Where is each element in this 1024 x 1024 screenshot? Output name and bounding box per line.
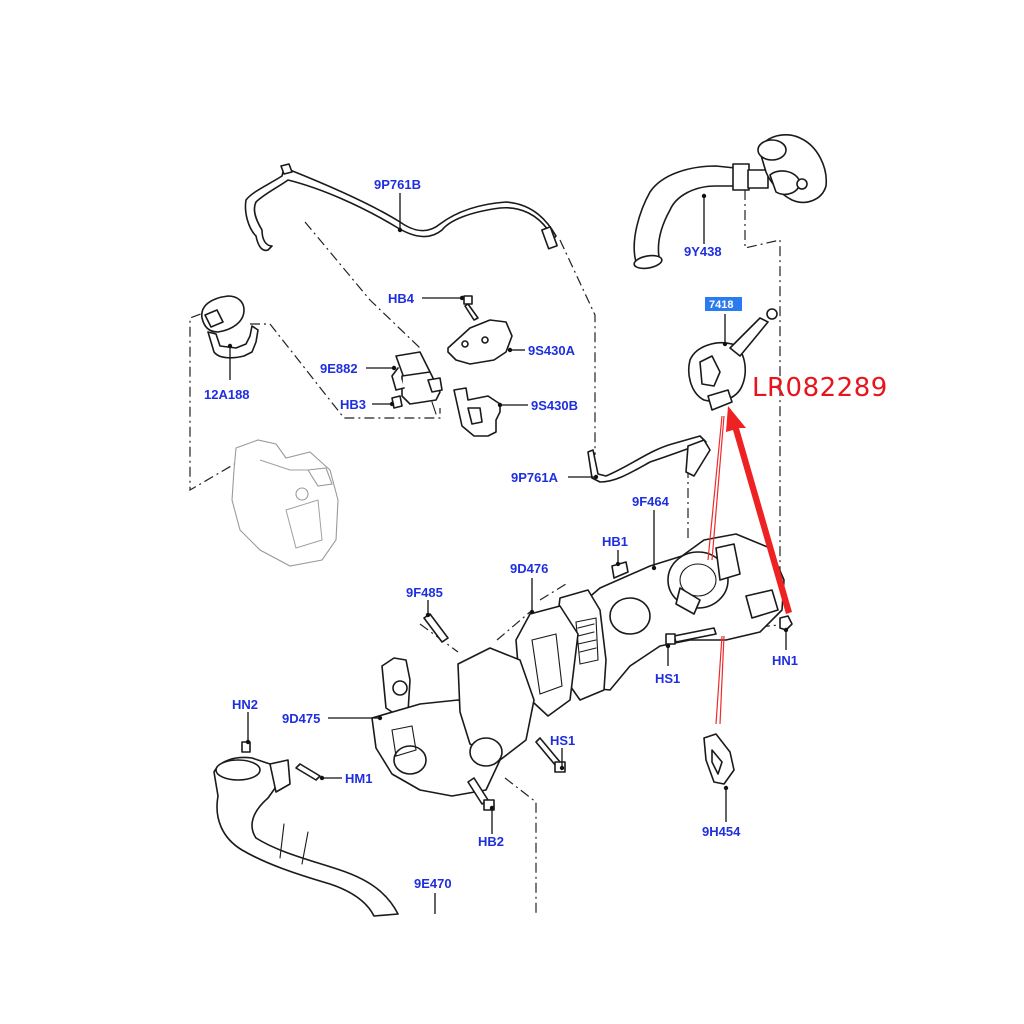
callout-9H454[interactable]: 9H454: [702, 824, 741, 839]
callout-HB2[interactable]: HB2: [478, 834, 504, 849]
callout-12A188[interactable]: 12A188: [204, 387, 250, 402]
gasket-9D476: [515, 605, 579, 717]
callout-HN1[interactable]: HN1: [772, 653, 798, 668]
callout-9E882[interactable]: 9E882: [320, 361, 358, 376]
stud-HM1: [295, 763, 321, 781]
gasket-9H454: [703, 733, 735, 785]
bracket-9S430B: [453, 387, 501, 437]
reference-pump-ghost: [231, 439, 339, 567]
bolt-HS1-upper: [665, 627, 717, 645]
callouts: 9P761B 9Y438 HB4 9S430A 9E882 12A188 HB3…: [204, 177, 888, 891]
bolt-HB3: [391, 395, 403, 409]
highlight-box-7418: [705, 297, 742, 311]
callout-HS1-upper[interactable]: HS1: [655, 671, 680, 686]
callout-9D475[interactable]: 9D475: [282, 711, 320, 726]
callout-9D476[interactable]: 9D476: [510, 561, 548, 576]
callout-9S430A[interactable]: 9S430A: [528, 343, 576, 358]
red-arrow-icon: [726, 406, 792, 614]
pipe-9E470: [213, 741, 399, 917]
pipe-9P761B: [244, 163, 558, 252]
callout-HB1[interactable]: HB1: [602, 534, 628, 549]
red-annotation: [707, 406, 792, 725]
pipe-9P761A: [587, 435, 711, 483]
callout-9E470[interactable]: 9E470: [414, 876, 452, 891]
callout-HS1-lower[interactable]: HS1: [550, 733, 575, 748]
callout-9F464[interactable]: 9F464: [632, 494, 670, 509]
callout-9P761B[interactable]: 9P761B: [374, 177, 421, 192]
part-number-annotation: LR082289: [752, 373, 888, 403]
callout-HN2[interactable]: HN2: [232, 697, 258, 712]
valve-9D475: [371, 647, 535, 797]
callout-7418[interactable]: 7418: [709, 299, 733, 311]
bolt-HB1: [611, 561, 629, 579]
callout-9Y438[interactable]: 9Y438: [684, 244, 722, 259]
bolt-HB4: [463, 295, 479, 321]
cooler-9F464: [555, 533, 785, 701]
stud-9F485: [423, 613, 449, 643]
hose-9Y438: [633, 134, 827, 270]
leader-lines: [227, 193, 789, 914]
solenoid-9E882: [391, 351, 443, 415]
callout-9F485[interactable]: 9F485: [406, 585, 443, 600]
callout-9S430B[interactable]: 9S430B: [531, 398, 578, 413]
callout-9P761A[interactable]: 9P761A: [511, 470, 559, 485]
bolt-HB2: [467, 777, 495, 811]
callout-HB3[interactable]: HB3: [340, 397, 366, 412]
bracket-9S430A: [447, 319, 513, 365]
callout-HM1[interactable]: HM1: [345, 771, 372, 786]
nut-HN1: [779, 615, 793, 631]
sensor-12A188: [201, 295, 259, 359]
bolt-HS1-lower: [535, 737, 566, 773]
actuator-7418: [688, 308, 778, 411]
callout-HB4[interactable]: HB4: [388, 291, 415, 306]
